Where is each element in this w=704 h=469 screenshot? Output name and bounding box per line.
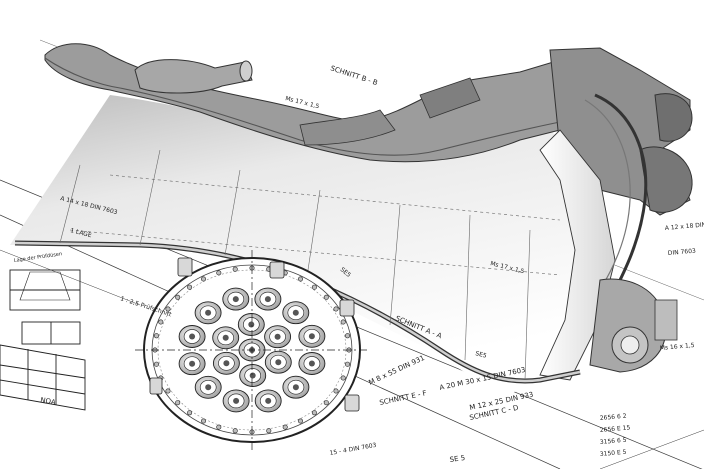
- rim-bolt: [175, 400, 181, 406]
- rim-bolt: [201, 276, 207, 282]
- injector-nozzle: [212, 351, 240, 375]
- injector-nozzle: [194, 375, 222, 399]
- rim-bolt: [323, 400, 329, 406]
- label-bottom-stamp: SE 5: [449, 454, 466, 464]
- label-bottom-code-4: 3150 E 5: [600, 449, 627, 458]
- label-bottom-code-2: 2656 E 15: [600, 424, 631, 434]
- rim-bolt: [154, 361, 160, 367]
- injector-nozzle: [298, 324, 326, 348]
- label-rim-screws: M 8 x 55 DIN 931: [367, 354, 425, 387]
- label-right-code-1: A 12 x 18 DIN 7603: [665, 220, 704, 232]
- injector-nozzle: [298, 352, 326, 375]
- rim-bolt: [311, 284, 317, 290]
- rim-bolt: [323, 294, 329, 300]
- rim-bolt: [282, 424, 288, 430]
- rim-bolt: [232, 266, 238, 272]
- label-left-note-1: NOA: [40, 396, 57, 407]
- injector-plate: [135, 250, 370, 450]
- label-section-e: SCHNITT E - F: [379, 389, 428, 407]
- rim-bolt: [154, 333, 160, 339]
- injector-nozzle: [264, 325, 292, 349]
- rim-bolt: [165, 388, 171, 394]
- label-wall-r: SE5: [475, 350, 488, 360]
- injector-nozzle: [282, 301, 310, 325]
- rim-bolt: [232, 428, 238, 434]
- label-right-code-3: Ms 16 x 1,5: [660, 342, 695, 352]
- rim-bolt: [175, 294, 181, 300]
- rim-bolt: [297, 276, 303, 282]
- rim-bolt: [344, 361, 350, 367]
- rim-bolt: [333, 388, 339, 394]
- rim-bolt: [266, 428, 272, 434]
- rim-bolt: [201, 418, 207, 424]
- rim-bolt: [344, 333, 350, 339]
- rim-bolt: [297, 418, 303, 424]
- rim-bolt: [158, 319, 164, 325]
- label-bottom-code-3: 3156 6 5: [600, 437, 627, 446]
- label-bottom-code-1: 2656 6 2: [600, 413, 627, 422]
- injector-nozzle: [194, 301, 222, 325]
- injector-nozzle: [237, 313, 265, 336]
- rim-bolt: [187, 284, 193, 290]
- injector-nozzle: [264, 350, 292, 374]
- injector-nozzle: [178, 352, 206, 376]
- injector-nozzle: [282, 375, 310, 399]
- exhaust-duct-body: [10, 43, 693, 395]
- rim-bolt: [333, 306, 339, 312]
- label-section-b: SCHNITT B - B: [329, 64, 378, 87]
- rim-bolt: [216, 270, 222, 276]
- label-bottom-left-code: 15 - 4 DIN 7603: [329, 442, 377, 457]
- rim-bolt: [187, 410, 193, 416]
- rim-bolt: [216, 424, 222, 430]
- injector-nozzle: [222, 287, 250, 311]
- rim-bolt: [340, 375, 346, 381]
- injector-nozzle: [178, 325, 206, 348]
- rim-bolt: [340, 319, 346, 325]
- injector-nozzle: [239, 364, 267, 387]
- label-right-code-2: DIN 7603: [668, 248, 697, 257]
- label-left-note-2: Lage der Prüfdüsen: [13, 251, 62, 264]
- rim-bolt: [165, 306, 171, 312]
- injector-nozzle: [212, 326, 240, 350]
- rim-bolts: [152, 265, 352, 435]
- injector-nozzle: [254, 389, 282, 413]
- injector-nozzle: [222, 389, 250, 413]
- rim-bolt: [311, 410, 317, 416]
- injector-nozzle: [254, 287, 282, 311]
- left-detail-blocks: [0, 269, 86, 411]
